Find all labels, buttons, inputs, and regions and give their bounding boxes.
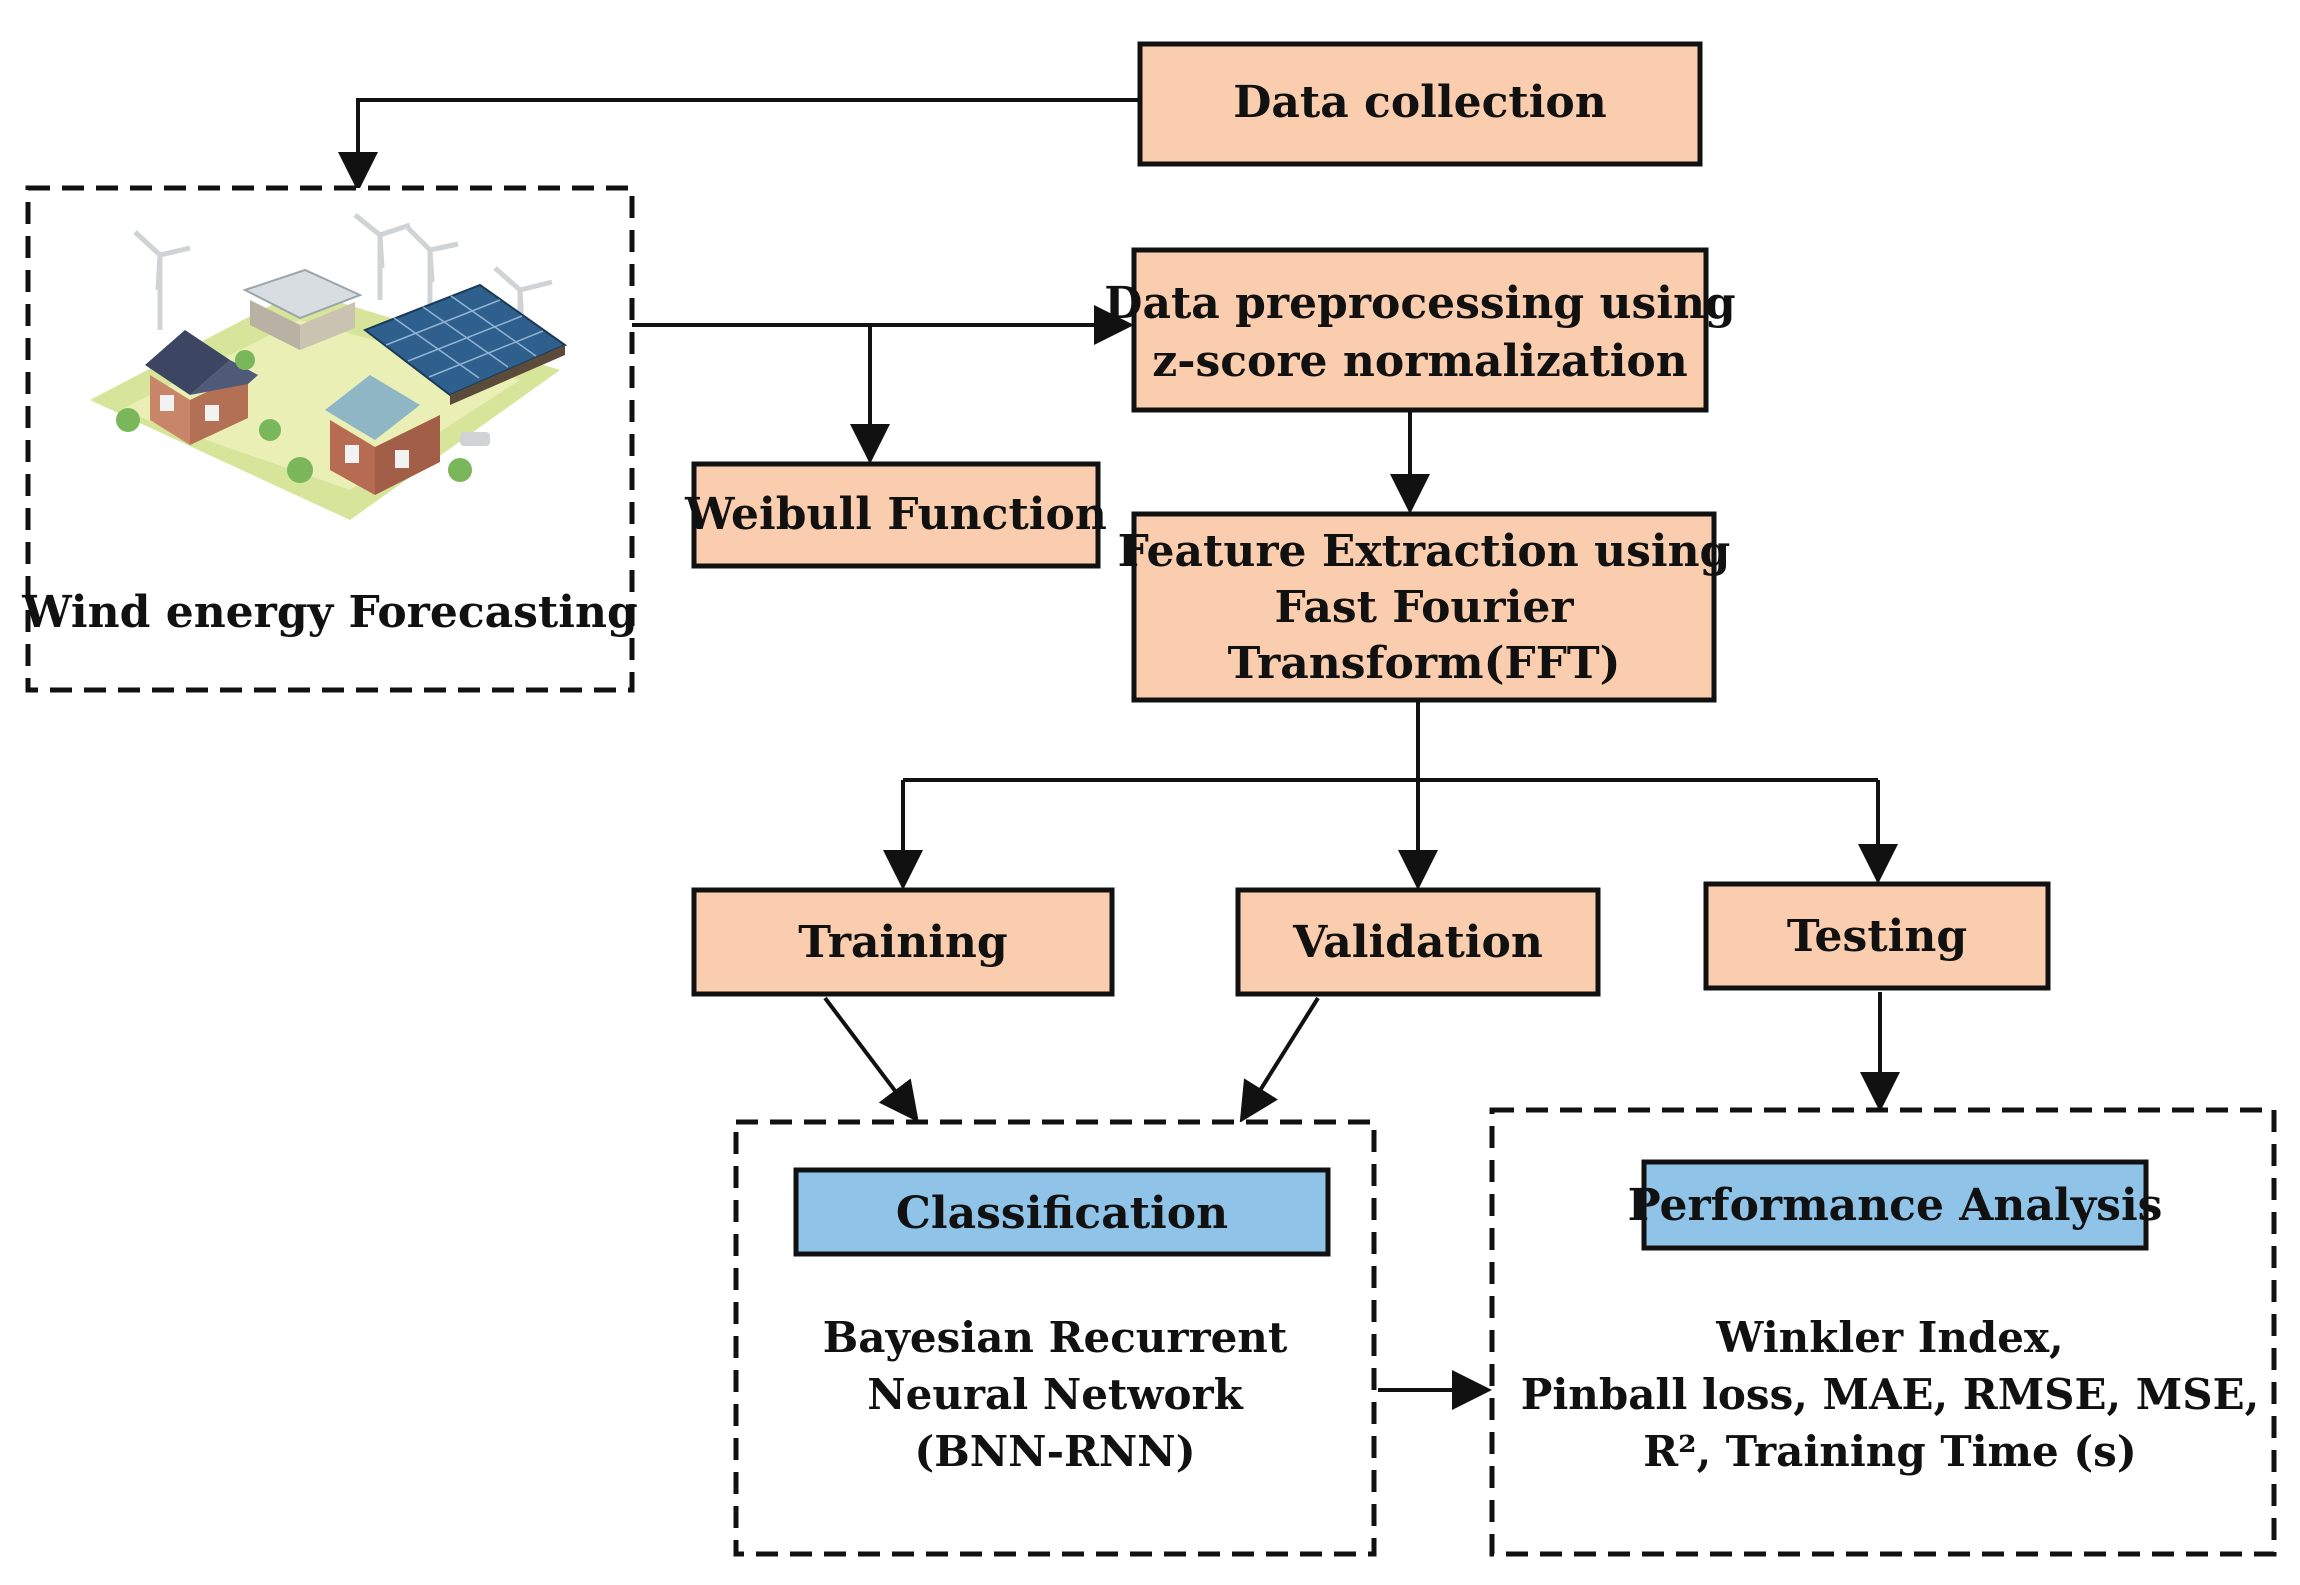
data-collection-label: Data collection (1233, 77, 1607, 128)
performance-label: Performance Analysis (1628, 1180, 2163, 1231)
training-box: Training (691, 887, 1115, 997)
arrow-validation-to-classification (1239, 996, 1320, 1123)
testing-box: Testing (1703, 881, 2051, 991)
performance-body-line-3: R², Training Time (s) (1643, 1427, 2136, 1476)
performance-body-line-1: Winkler Index, (1715, 1313, 2063, 1362)
weibull-box: Weibull Function (684, 461, 1107, 569)
classification-container: Classification Bayesian Recurrent Neural… (733, 1119, 1377, 1557)
branch-fft-split (903, 700, 1878, 782)
wind-forecasting-label: Wind energy Forecasting (21, 587, 637, 638)
wind-farm-house-solar-icon (90, 213, 568, 520)
feature-extraction-label-line-2: Fast Fourier (1275, 582, 1575, 633)
classification-body-line-3: (BNN-RNN) (914, 1427, 1195, 1476)
validation-label: Validation (1292, 917, 1543, 968)
connectors (338, 98, 1900, 1410)
feature-extraction-label-line-1: Feature Extraction using (1118, 526, 1731, 577)
preprocessing-box: Data preprocessing using z-score normali… (1104, 247, 1736, 413)
wind-forecasting-container: Wind energy Forecasting (21, 185, 638, 693)
testing-label: Testing (1787, 911, 1967, 962)
training-label: Training (798, 917, 1007, 968)
performance-body-line-2: Pinball loss, MAE, RMSE, MSE, (1521, 1370, 2259, 1419)
performance-container: Performance Analysis Winkler Index, Pinb… (1489, 1107, 2277, 1557)
validation-box: Validation (1235, 887, 1601, 997)
feature-extraction-box: Feature Extraction using Fast Fourier Tr… (1118, 511, 1731, 703)
arrow-training-to-classification (823, 996, 919, 1123)
data-collection-box: Data collection (1137, 41, 1703, 167)
classification-label: Classification (896, 1188, 1228, 1239)
classification-body-line-1: Bayesian Recurrent (823, 1313, 1288, 1362)
preprocessing-label-line-2: z-score normalization (1152, 336, 1688, 387)
feature-extraction-label-line-3: Transform(FFT) (1228, 638, 1621, 689)
preprocessing-label-line-1: Data preprocessing using (1104, 278, 1735, 329)
arrow-collection-to-forecasting (338, 98, 1140, 192)
weibull-label: Weibull Function (684, 489, 1107, 540)
classification-body-line-2: Neural Network (867, 1370, 1243, 1419)
